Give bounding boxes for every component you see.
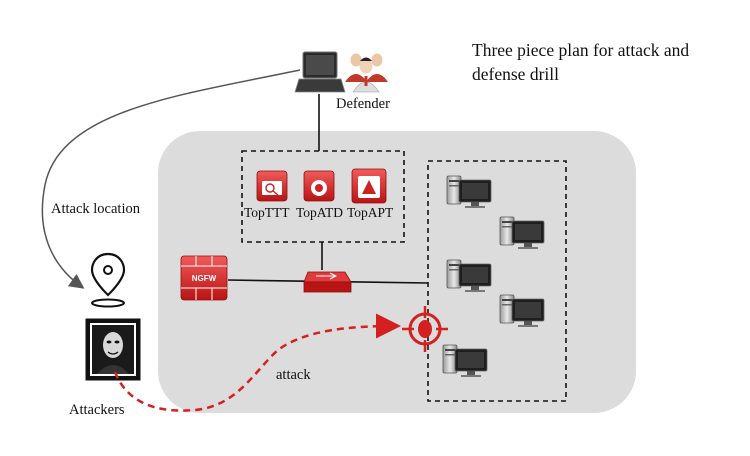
attackers-label: Attackers (69, 402, 125, 418)
attack-location-arrow (41, 69, 301, 289)
laptop-icon (294, 51, 346, 93)
defender-team-icon (345, 53, 388, 93)
ngfw-label: NGFW (192, 274, 217, 283)
protected-zone (158, 131, 636, 413)
diagram-title: Three piece plan for attack and defense … (472, 40, 690, 84)
topatd-icon (303, 170, 335, 202)
attack-location-label: Attack location (51, 201, 140, 217)
attacker-icon (85, 318, 141, 381)
topapt-icon (351, 168, 387, 204)
ngfw-firewall-icon (180, 255, 228, 301)
product-label-topapt: TopAPT (347, 205, 394, 220)
location-pin-icon (90, 252, 126, 308)
defender-label: Defender (336, 96, 390, 112)
attack-label: attack (276, 367, 311, 383)
product-label-topttt: TopTTT (244, 205, 290, 220)
attack-arrow (113, 313, 401, 412)
switch-icon (303, 271, 352, 293)
product-label-topatd: TopATD (296, 205, 344, 220)
products-box (241, 150, 405, 243)
target-icon (402, 306, 448, 352)
topttt-icon (256, 170, 288, 202)
